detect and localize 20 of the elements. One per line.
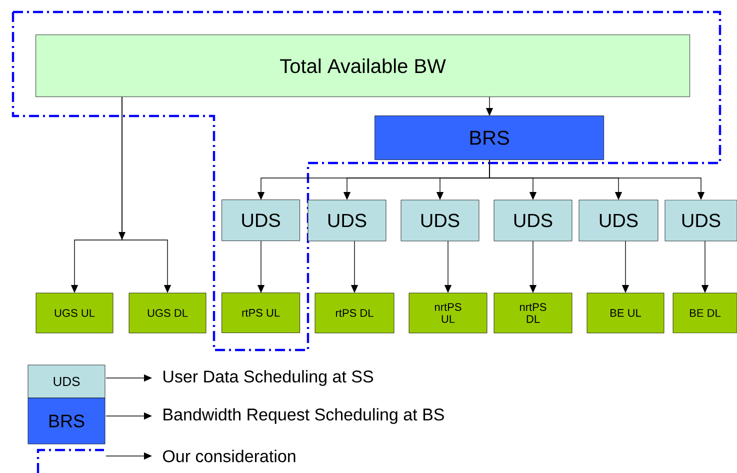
process-box: BE DL <box>672 292 737 334</box>
process-box: UDS <box>400 200 480 242</box>
process-box: UDS <box>308 200 386 242</box>
process-box: nrtPS DL <box>494 292 572 334</box>
dashed-region <box>12 10 722 352</box>
process-box: nrtPS UL <box>408 292 488 334</box>
process-box: UDS <box>222 200 300 241</box>
process-box: UDS <box>494 200 572 242</box>
process-box: BRS <box>374 116 604 160</box>
process-box: rtPS UL <box>222 292 300 333</box>
process-box: rtPS DL <box>314 292 394 334</box>
process-box: UDS <box>664 200 737 242</box>
legend-text: Bandwidth Request Scheduling at BS <box>164 408 444 424</box>
process-box: UDS <box>578 200 658 242</box>
legend-text: User Data Scheduling at SS <box>164 370 374 386</box>
heading-box: Total Available BW <box>36 34 690 97</box>
process-box: UGS UL <box>36 292 114 334</box>
process-box: BE UL <box>586 292 664 334</box>
legend-text: Our consideration <box>163 450 296 462</box>
process-box: UGS DL <box>128 292 206 334</box>
